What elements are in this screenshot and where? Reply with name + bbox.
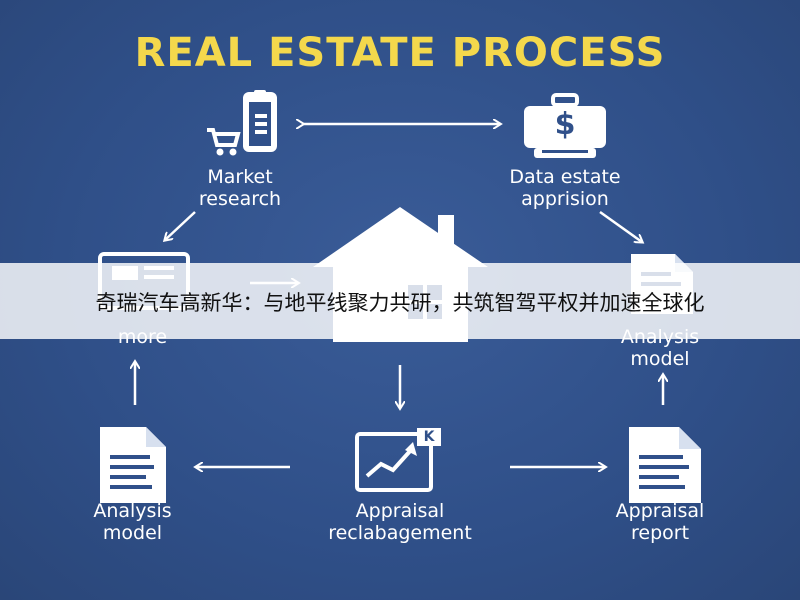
appraisal-report-label: Appraisal report	[585, 500, 735, 544]
analysis-top-line2: model	[630, 348, 690, 370]
appraisal-report-line1: Appraisal	[615, 500, 705, 522]
caption-banner-text: 奇瑞汽车高新华：与地平线聚力共研，共筑智驾平权并加速全球化	[95, 291, 705, 315]
data-appraisal-line1: Data estate	[509, 166, 621, 188]
appraisal-report-line2: report	[630, 522, 690, 544]
analysis-model-bottom-label: Analysis model	[65, 500, 200, 544]
analysis-bottom-line1: Analysis	[93, 500, 172, 522]
dollar-case-icon: $	[520, 92, 610, 162]
document-icon-bottom-left	[100, 427, 166, 503]
data-appraisal-line2: apprision	[521, 188, 609, 210]
trend-chart-icon: K	[355, 428, 445, 492]
market-research-line1: Market	[207, 166, 273, 188]
analysis-bottom-line2: model	[102, 522, 163, 544]
diagram-title: REAL ESTATE PROCESS	[134, 30, 666, 76]
market-research-label: Market research	[170, 166, 310, 210]
appraisal-management-line2: reclabagement	[328, 522, 472, 544]
dollar-glyph: $	[554, 107, 576, 142]
market-research-line2: research	[198, 188, 282, 210]
arrow-appraisal-to-analysis	[599, 210, 642, 242]
report-document-icon	[629, 427, 701, 503]
caption-banner	[0, 263, 800, 339]
data-appraisal-label: Data estate apprision	[470, 166, 660, 210]
appraisal-management-line1: Appraisal	[355, 500, 445, 522]
arrow-market-to-more	[165, 211, 196, 240]
k-badge-glyph: K	[423, 429, 435, 445]
cart-phone-icon	[207, 90, 277, 156]
appraisal-management-label: Appraisal reclabagement	[290, 500, 510, 544]
